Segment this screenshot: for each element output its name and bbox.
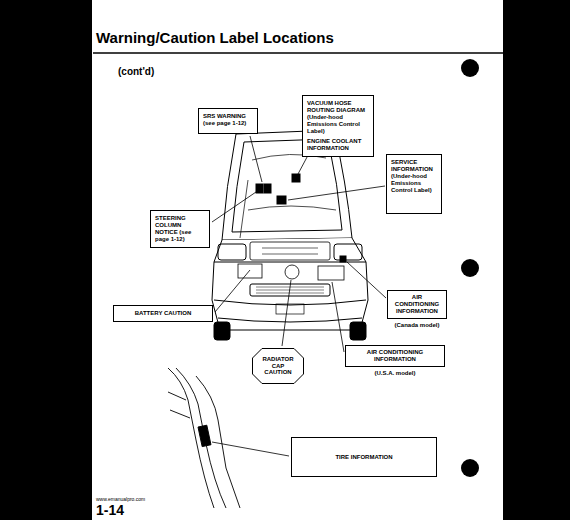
box-text: SRS WARNING (see page 1-12) [203,113,253,127]
radiator-cap [285,265,299,279]
box-text: ENGINE COOLANT INFORMATION [307,138,369,152]
title-rule [93,52,503,54]
label-box: SERVICE INFORMATION (Under-hood Emission… [386,154,442,214]
label-box: BATTERY CAUTION [113,305,213,322]
page-number: 1-14 [96,502,124,518]
label-border: AIR CONDITIONING INFORMATION [387,290,447,319]
octagon-shape [253,349,304,384]
license-plate [276,304,304,314]
box-text: AIR CONDITIONING INFORMATION [349,349,441,363]
label-box: AIR CONDITIONING INFORMATION (Canada mode… [387,290,447,329]
headlight [218,244,246,260]
box-text: RADIATOR CAP CAUTION [258,356,298,377]
label-patch [264,184,271,193]
wheel [214,322,230,340]
label-patch [340,256,346,262]
label-box: AIR CONDITIONING INFORMATION (U.S.A. mode… [345,345,445,377]
tire-label-patch [198,425,211,446]
label-patch [277,196,286,204]
label-box: VACUUM HOSE ROUTING DIAGRAM (Under-hood … [302,95,374,157]
car-body [212,238,368,330]
label-box: SRS WARNING (see page 1-12) [198,108,258,134]
headlight [334,244,362,260]
continued-note: (cont'd) [118,66,154,77]
battery [238,264,262,278]
watermark: www.emanualpro.com [96,496,145,502]
label-box: STEERING COLUMN NOTICE (see page 1-12) [150,210,210,248]
engine [250,242,330,260]
binder-hole [461,59,479,77]
leader-lines [212,136,386,456]
label-box: TIRE INFORMATION [291,437,437,477]
box-text: AIR CONDITIONING INFORMATION [391,294,443,315]
door-jamb [168,368,240,508]
label-patch [256,184,263,193]
model-note: (U.S.A. model) [345,370,445,377]
label-border: AIR CONDITIONING INFORMATION [345,345,445,367]
wheel [350,322,366,340]
binder-hole [461,259,479,277]
box-text: BATTERY CAUTION [118,310,208,317]
binder-hole [461,459,479,477]
box-text: STEERING COLUMN NOTICE (see page 1-12) [155,215,205,243]
box-text: VACUUM HOSE ROUTING DIAGRAM (Under-hood … [307,100,369,134]
label-patch [292,174,300,182]
box-text: TIRE INFORMATION [298,454,430,461]
page-title: Warning/Caution Label Locations [96,29,334,46]
caution-octagon: RADIATOR CAP CAUTION [252,348,304,384]
box-text: SERVICE INFORMATION (Under-hood Emission… [391,159,437,193]
model-note: (Canada model) [387,322,447,329]
